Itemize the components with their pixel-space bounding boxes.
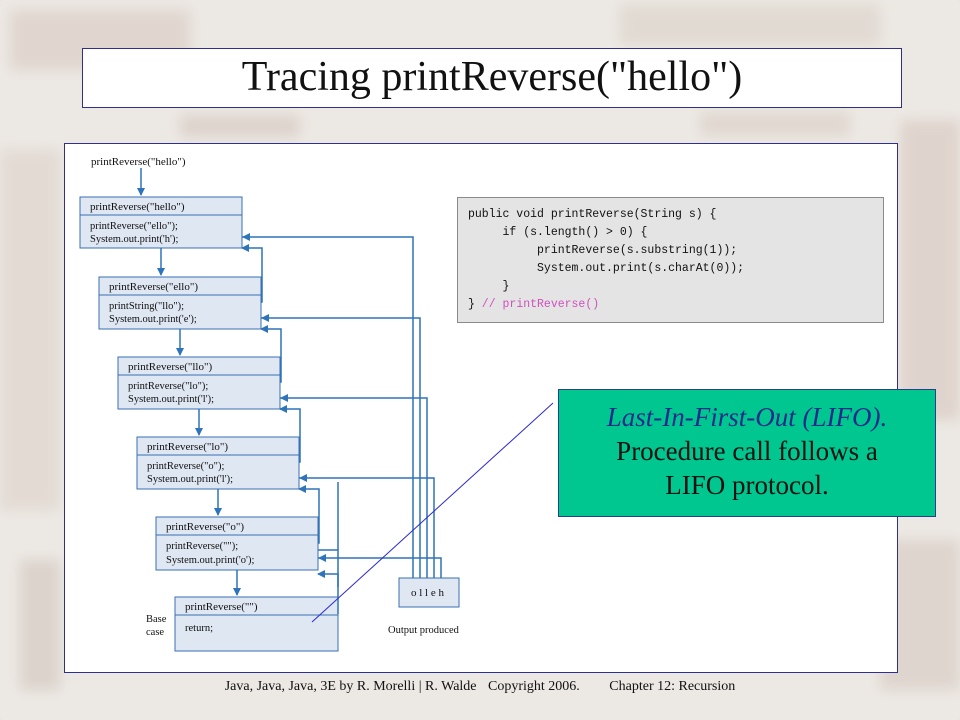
- code-line: }: [468, 280, 510, 293]
- callout-line: LIFO protocol.: [665, 470, 829, 500]
- frame-line: System.out.print('o');: [166, 555, 254, 566]
- frame-line: printReverse("ello");: [90, 221, 178, 232]
- footer-chapter: Chapter 12: Recursion: [609, 679, 736, 694]
- lifo-callout: Last-In-First-Out (LIFO). Procedure call…: [558, 389, 936, 517]
- code-line: printReverse(s.substring(1));: [468, 244, 738, 257]
- frame-line: System.out.print('l');: [128, 394, 214, 405]
- frame-header: printReverse(""): [185, 601, 258, 613]
- call-trace-diagram: printReverse("hello") printReverse("hell…: [79, 156, 554, 652]
- frame-line: printReverse("lo");: [128, 381, 208, 392]
- frame-line: printReverse("");: [166, 541, 238, 552]
- base-case-label: case: [146, 627, 164, 638]
- code-line: public void printReverse(String s) {: [468, 208, 717, 221]
- callout-pointer-line: [311, 402, 554, 623]
- print-arrowheads: [242, 233, 326, 562]
- output-label: Output produced: [388, 625, 460, 636]
- stack-frame-o: printReverse("o") printReverse(""); Syst…: [155, 516, 319, 571]
- stack-frame-llo: printReverse("llo") printReverse("lo"); …: [117, 356, 281, 410]
- output-text: o l l e h: [411, 587, 444, 599]
- background-decoration: [180, 115, 300, 137]
- frame-header: printReverse("ello"): [109, 281, 198, 293]
- frame-header: printReverse("lo"): [147, 441, 228, 453]
- stack-frame-base-case: printReverse("") return;: [174, 596, 339, 652]
- top-call-label: printReverse("hello"): [91, 156, 186, 168]
- code-line: if (s.length() > 0) {: [468, 226, 648, 239]
- frame-line: System.out.print('h');: [90, 234, 178, 245]
- frame-line: printString("llo");: [109, 301, 184, 312]
- frame-header: printReverse("hello"): [90, 201, 185, 213]
- stack-frame-lo: printReverse("lo") printReverse("o"); Sy…: [136, 436, 300, 490]
- slide-footer: Java, Java, Java, 3E by R. Morelli | R. …: [0, 679, 960, 695]
- code-listing: public void printReverse(String s) { if …: [457, 197, 884, 323]
- background-decoration: [620, 5, 880, 45]
- background-decoration: [20, 560, 60, 690]
- footer-book: Java, Java, Java, 3E by R. Morelli | R. …: [224, 679, 477, 694]
- stack-frame-hello: printReverse("hello") printReverse("ello…: [79, 196, 243, 249]
- code-brace: }: [468, 298, 475, 311]
- frame-line: System.out.print('l');: [147, 474, 233, 485]
- slide-title: Tracing printReverse("hello"): [241, 54, 743, 100]
- callout-line: Procedure call follows a: [616, 436, 878, 466]
- callout-emphasis: Last-In-First-Out (LIFO).: [606, 402, 888, 432]
- stack-frame-ello: printReverse("ello") printString("llo");…: [98, 276, 262, 330]
- output-box: o l l e h: [398, 577, 460, 608]
- frame-line: return;: [185, 623, 213, 634]
- frame-header: printReverse("o"): [166, 521, 244, 533]
- footer-copyright: Copyright 2006.: [488, 679, 580, 694]
- base-case-label: Base: [146, 614, 167, 625]
- frame-header: printReverse("llo"): [128, 361, 212, 373]
- background-decoration: [0, 150, 60, 510]
- code-line: System.out.print(s.charAt(0));: [468, 262, 745, 275]
- code-comment: // printReverse(): [474, 298, 600, 311]
- code-line: } // printReverse(): [468, 298, 599, 311]
- background-decoration: [900, 120, 960, 420]
- output-lines: [242, 236, 442, 578]
- frame-line: printReverse("o");: [147, 461, 224, 472]
- slide-title-box: Tracing printReverse("hello"): [82, 48, 902, 108]
- background-decoration: [700, 112, 850, 136]
- frame-line: System.out.print('e');: [109, 314, 197, 325]
- return-arrows: [241, 244, 339, 614]
